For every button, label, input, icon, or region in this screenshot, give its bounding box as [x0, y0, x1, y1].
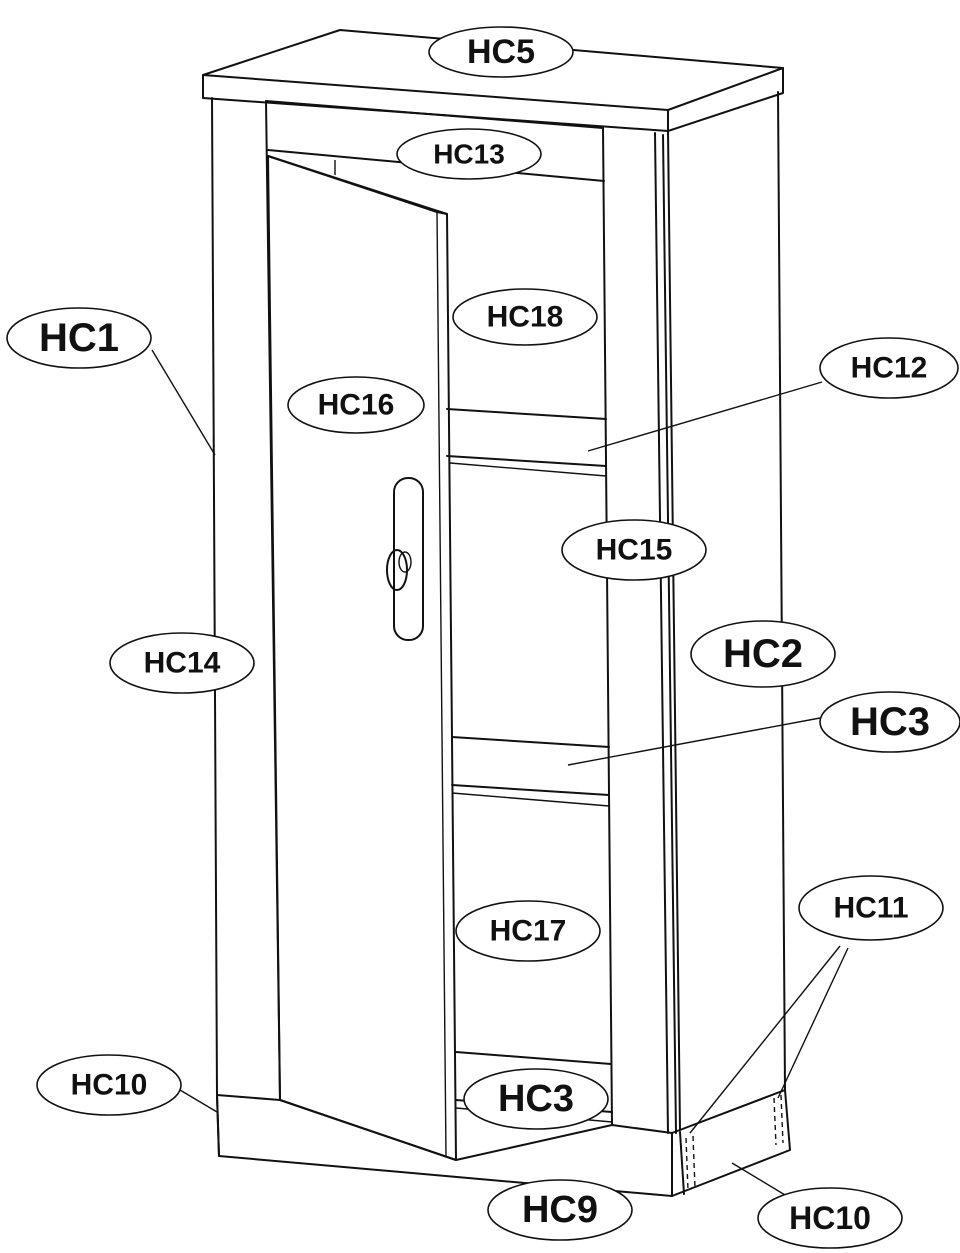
- label-hc3-bottom: HC3: [463, 1068, 609, 1130]
- label-text: HC18: [487, 301, 564, 334]
- label-hc11: HC11: [798, 875, 944, 941]
- label-hc17: HC17: [455, 900, 601, 962]
- front-frame-right: [602, 127, 613, 1126]
- door: [267, 155, 457, 1161]
- label-hc16: HC16: [287, 376, 425, 434]
- label-text: HC2: [723, 632, 803, 676]
- label-text: HC10: [789, 1200, 871, 1236]
- leader-lines: [151, 349, 849, 1199]
- label-text: HC12: [851, 352, 928, 385]
- label-hc5: HC5: [428, 26, 574, 78]
- shelf-upper: [446, 408, 607, 477]
- label-hc12: HC12: [819, 337, 959, 399]
- label-hc14: HC14: [109, 632, 255, 694]
- label-hc2: HC2: [690, 620, 836, 688]
- label-text: HC5: [467, 33, 535, 71]
- label-text: HC13: [433, 139, 505, 170]
- door-handle: [386, 477, 424, 641]
- label-hc13: HC13: [396, 128, 542, 180]
- label-text: HC3: [498, 1078, 574, 1120]
- label-text: HC17: [490, 915, 567, 948]
- label-hc3-middle: HC3: [819, 691, 960, 753]
- label-text: HC3: [850, 700, 930, 744]
- label-text: HC1: [39, 316, 119, 360]
- label-hc9: HC9: [487, 1179, 633, 1241]
- label-hc15: HC15: [561, 519, 707, 581]
- top-panel: [202, 29, 784, 132]
- label-text: HC15: [596, 534, 673, 567]
- base-plinth: [216, 1089, 791, 1197]
- label-text: HC10: [71, 1069, 148, 1102]
- shelf-middle: [451, 736, 610, 807]
- label-text: HC11: [833, 892, 908, 925]
- right-side-panel: [654, 91, 786, 1134]
- label-hc10-right: HC10: [757, 1187, 903, 1249]
- label-hc18: HC18: [452, 288, 598, 346]
- label-text: HC9: [522, 1189, 598, 1231]
- label-text: HC16: [318, 389, 395, 422]
- label-hc1: HC1: [6, 307, 152, 369]
- label-text: HC14: [144, 647, 221, 680]
- label-hc10-left: HC10: [36, 1054, 182, 1116]
